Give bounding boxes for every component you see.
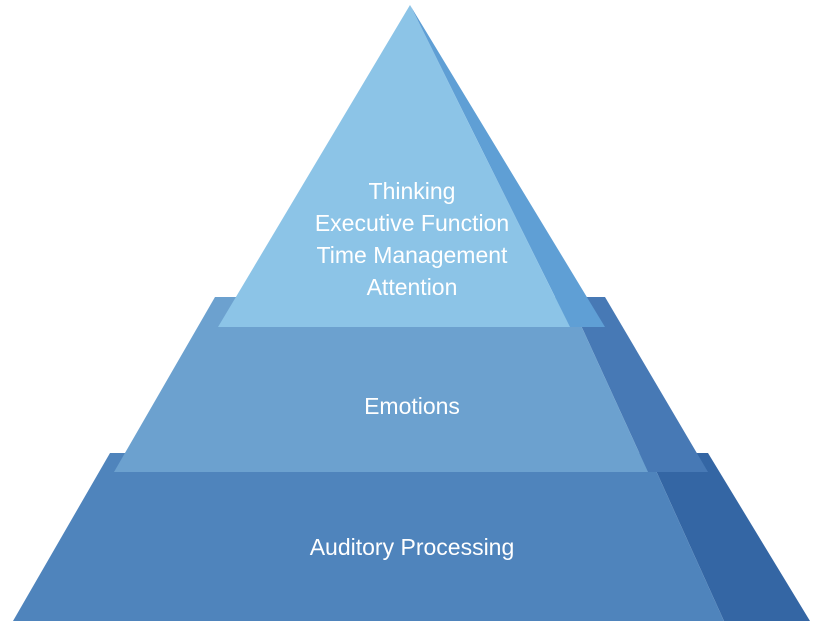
middle-level-label: Emotions: [212, 390, 612, 422]
top-level-line-3: Time Management: [316, 242, 508, 268]
top-level-line-4: Attention: [366, 274, 458, 300]
top-level-front: [218, 5, 570, 327]
top-level-label: Thinking Executive Function Time Managem…: [212, 175, 612, 303]
middle-level-front: [114, 297, 648, 472]
bottom-level-line-1: Auditory Processing: [309, 534, 515, 560]
middle-level-line-1: Emotions: [364, 393, 460, 419]
top-level-line-2: Executive Function: [314, 210, 510, 236]
middle-level-side: [568, 297, 708, 472]
top-level-line-1: Thinking: [368, 178, 456, 204]
bottom-level-front: [13, 453, 724, 621]
bottom-level-side: [648, 453, 810, 621]
bottom-level-label: Auditory Processing: [212, 531, 612, 563]
top-level-side: [410, 5, 605, 327]
